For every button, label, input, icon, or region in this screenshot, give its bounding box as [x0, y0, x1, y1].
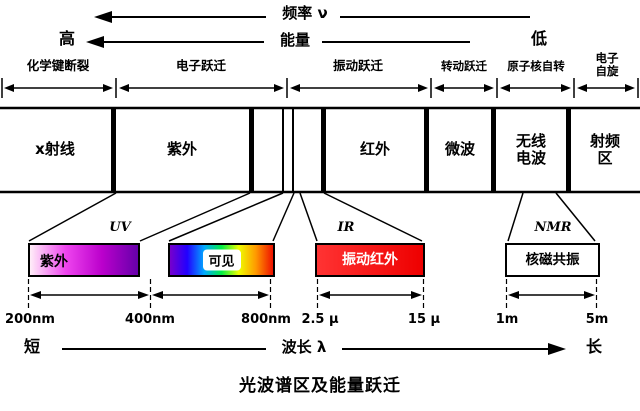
spectrum-xray: x射线: [35, 140, 75, 158]
energy-label: 能量: [279, 31, 310, 49]
scale-5m: 5m: [585, 312, 609, 327]
ir-band: 振动红外: [315, 243, 425, 277]
transition-electron-spin: 电子自旋: [595, 51, 619, 79]
scale-range-arrows: [30, 291, 595, 299]
spectrum-rf: 射频区: [589, 132, 620, 168]
transition-rotational: 转动跃迁: [441, 59, 487, 73]
visible-band: 可见: [168, 243, 275, 277]
transition-electronic: 电子跃迁: [175, 58, 226, 73]
scale-dashed-lines: [27, 279, 598, 309]
low-label: 低: [530, 29, 547, 48]
spectrum-microwave: 微波: [444, 140, 475, 158]
transition-vibrational: 振动跃迁: [332, 58, 383, 73]
frequency-left-arrow: [94, 11, 530, 23]
nmr-tag: NMR: [534, 220, 572, 235]
ir-tag: IR: [337, 220, 355, 235]
wavelength-right-arrow: [62, 343, 566, 355]
scale-1m: 1m: [495, 312, 519, 327]
transition-range-arrows: [1, 78, 639, 98]
nmr-band: 核磁共振: [505, 243, 600, 277]
spectrum-ir: 红外: [359, 140, 390, 158]
transition-nuclear-spin: 原子核自转: [507, 59, 565, 73]
uv-tag: UV: [109, 220, 131, 235]
long-label: 长: [585, 337, 602, 356]
scale-2-5u: 2.5 μ: [301, 312, 339, 327]
diagram-title: 光波谱区及能量跃迁: [239, 376, 401, 396]
scale-15u: 15 μ: [407, 312, 441, 327]
transition-bond-breaking: 化学键断裂: [26, 58, 90, 73]
scale-200nm: 200nm: [5, 312, 55, 327]
scale-400nm: 400nm: [125, 312, 175, 327]
spectrum-band-frame: [0, 106, 640, 194]
nmr-band-label: 核磁共振: [525, 252, 580, 268]
wavelength-label: 波长 λ: [281, 338, 327, 356]
energy-left-arrow: [86, 36, 470, 48]
short-label: 短: [23, 337, 40, 356]
visible-band-label: 可见: [202, 249, 241, 271]
uv-band-label: 紫外: [40, 254, 68, 270]
high-label: 高: [58, 29, 75, 48]
ir-band-label: 振动红外: [342, 252, 398, 268]
frequency-label: 频率 ν: [282, 4, 328, 22]
spectrum-uv: 紫外: [166, 140, 197, 158]
zoom-connector-lines: [28, 192, 596, 242]
scale-800nm: 800nm: [241, 312, 291, 327]
spectrum-radio: 无线电波: [515, 132, 546, 168]
uv-band: 紫外: [28, 243, 140, 277]
